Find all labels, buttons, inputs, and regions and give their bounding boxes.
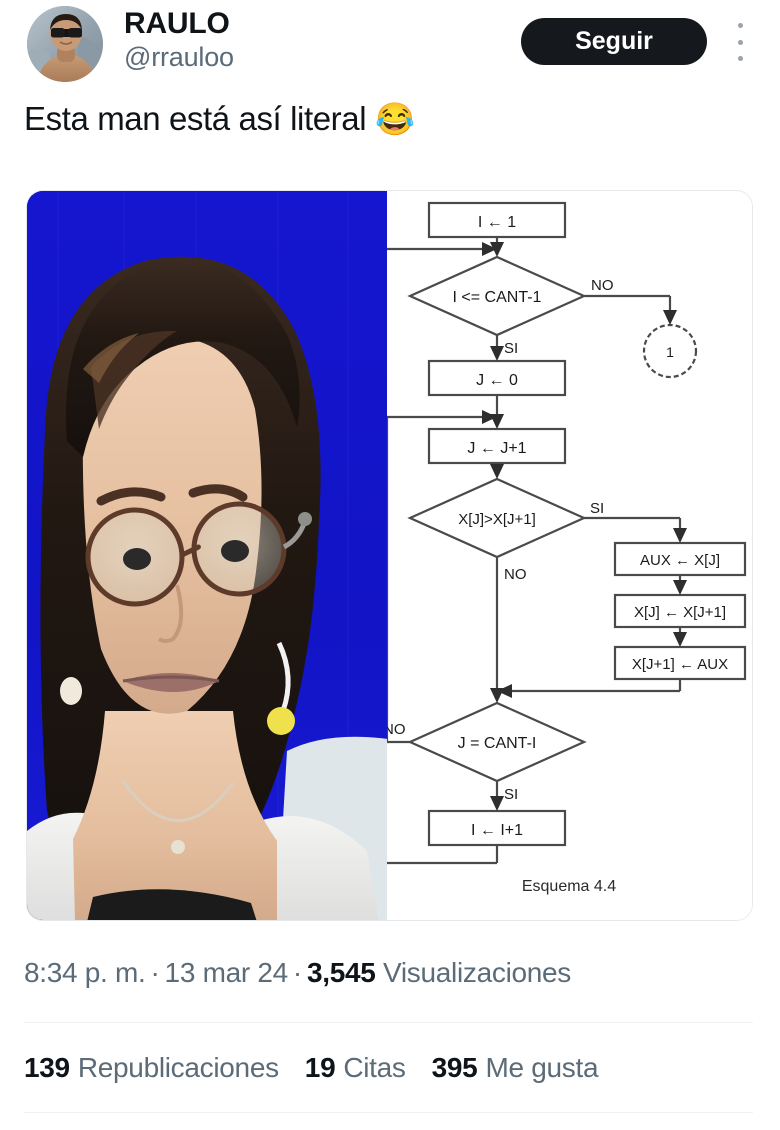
svg-text:J ← 0: J ← 0 (476, 372, 518, 389)
svg-text:X[J]>X[J+1]: X[J]>X[J+1] (458, 511, 536, 528)
svg-text:SI: SI (504, 340, 518, 357)
reposts-label: Republicaciones (77, 1052, 279, 1083)
divider-bottom (24, 1112, 753, 1113)
separator-dot: · (150, 957, 160, 988)
quotes-label: Citas (343, 1052, 406, 1083)
tweet-header: RAULO @rrauloo Seguir (0, 0, 780, 88)
media-photo[interactable] (27, 191, 387, 920)
svg-text:I ← I+1: I ← I+1 (471, 822, 523, 839)
timestamp-views-row: 8:34 p. m.·13 mar 24·3,545 Visualizacion… (24, 957, 571, 989)
more-options-icon[interactable] (730, 23, 750, 61)
separator-dot: · (292, 957, 302, 988)
divider-top (24, 1022, 753, 1023)
svg-text:NO: NO (591, 277, 614, 294)
stat-reposts[interactable]: 139 Republicaciones (24, 1052, 279, 1084)
svg-text:Esquema 4.4: Esquema 4.4 (522, 878, 616, 895)
user-handle: @rrauloo (124, 41, 234, 72)
likes-label: Me gusta (485, 1052, 599, 1083)
likes-count: 395 (431, 1052, 478, 1083)
views-count: 3,545 (306, 957, 376, 988)
dot (737, 56, 743, 61)
dot (737, 23, 743, 28)
svg-text:J = CANT-I: J = CANT-I (458, 735, 537, 752)
stat-likes[interactable]: 395 Me gusta (432, 1052, 599, 1084)
tweet-media-card[interactable]: I ← 1 I <= CANT-1 1 J ← 0 J ← J+1 X[J]>X… (26, 190, 753, 921)
svg-text:NO: NO (504, 566, 527, 583)
svg-text:I <= CANT-1: I <= CANT-1 (453, 289, 542, 306)
tweet-time: 8:34 p. m. (24, 957, 146, 988)
tweet-text: Esta man está así literal 😂 (24, 100, 744, 138)
svg-text:SI: SI (590, 500, 604, 517)
dot (737, 39, 743, 45)
svg-text:I ← 1: I ← 1 (478, 214, 516, 231)
views-label: Visualizaciones (383, 957, 572, 988)
stat-quotes[interactable]: 19 Citas (305, 1052, 406, 1084)
svg-text:NO: NO (387, 721, 406, 738)
tweet-date: 13 mar 24 (164, 957, 289, 988)
engagement-stats-row: 139 Republicaciones 19 Citas 395 Me gust… (24, 1052, 599, 1084)
quotes-count: 19 (304, 1052, 336, 1083)
svg-text:X[J+1] ← AUX: X[J+1] ← AUX (632, 656, 728, 673)
avatar[interactable] (27, 6, 103, 82)
svg-text:X[J] ← X[J+1]: X[J] ← X[J+1] (634, 604, 726, 621)
follow-button[interactable]: Seguir (521, 18, 707, 65)
laughing-emoji-icon: 😂 (374, 101, 415, 137)
author-block[interactable]: RAULO @rrauloo (124, 8, 234, 71)
svg-text:1: 1 (666, 344, 674, 360)
svg-text:J ← J+1: J ← J+1 (467, 440, 526, 457)
svg-text:AUX ← X[J]: AUX ← X[J] (640, 552, 720, 569)
reposts-count: 139 (24, 1052, 70, 1083)
tweet-text-body: Esta man está así literal (24, 100, 375, 137)
svg-text:SI: SI (504, 786, 518, 803)
media-flowchart[interactable]: I ← 1 I <= CANT-1 1 J ← 0 J ← J+1 X[J]>X… (387, 191, 752, 920)
display-name: RAULO (124, 7, 230, 40)
